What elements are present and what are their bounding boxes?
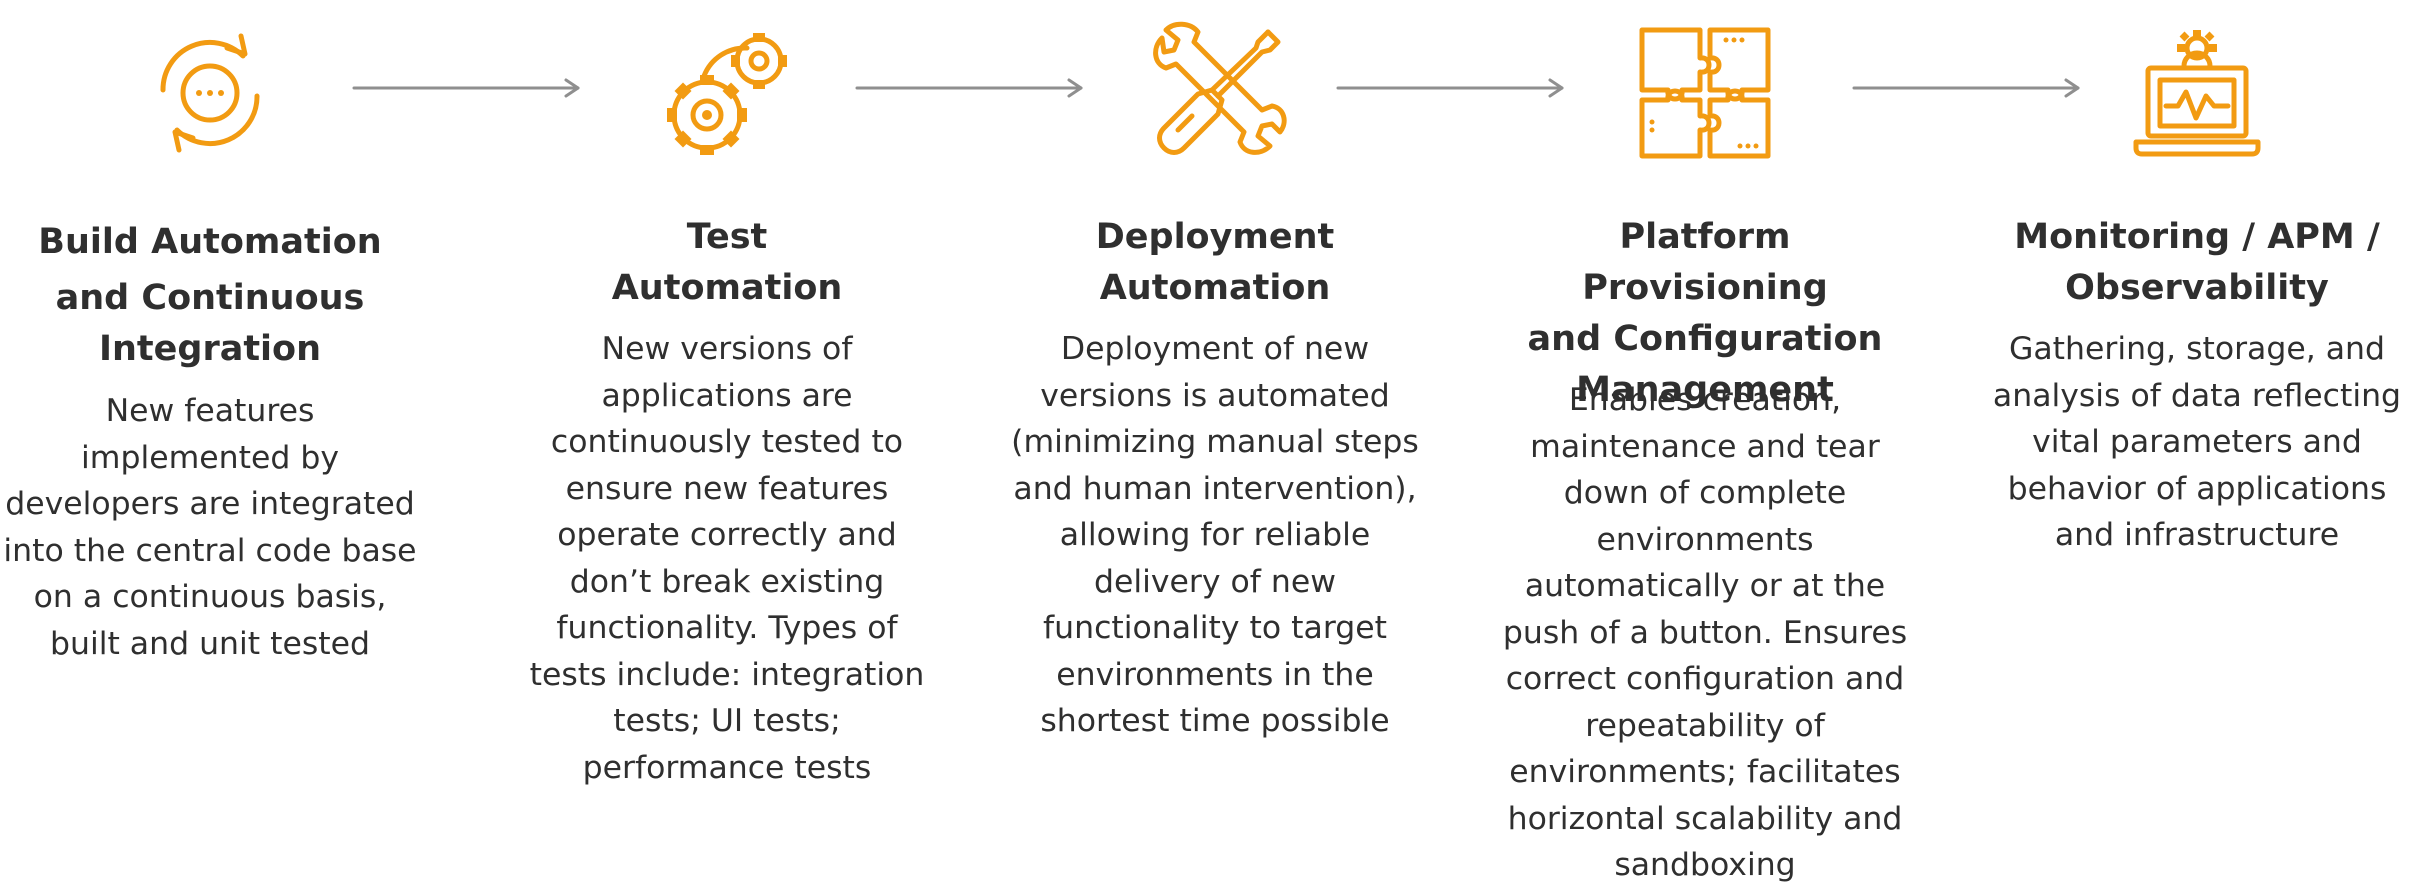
step-title: Deployment Automation bbox=[1095, 217, 1335, 308]
puzzle-pieces-icon bbox=[1630, 18, 1780, 168]
flow-arrow bbox=[1852, 78, 2082, 98]
step-description: New versions of applications are continu… bbox=[529, 331, 925, 786]
step-title: Monitoring / APM / Observability bbox=[2014, 217, 2380, 308]
gears-icon bbox=[652, 18, 802, 168]
step-title: Build Automation and Continuous Integrat… bbox=[38, 222, 382, 369]
wrench-screwdriver-icon bbox=[1140, 18, 1290, 168]
flow-arrow bbox=[1336, 78, 1566, 98]
laptop-monitoring-icon bbox=[2122, 18, 2272, 168]
step-description: New features implemented by developers a… bbox=[3, 393, 417, 662]
continuous-integration-cycle-icon bbox=[135, 18, 285, 168]
flow-arrow bbox=[352, 78, 582, 98]
step-description: Gathering, storage, and analysis of data… bbox=[1992, 331, 2402, 553]
step-description: Enables creation, maintenance and tear d… bbox=[1502, 382, 1908, 883]
flow-arrow bbox=[855, 78, 1085, 98]
step-title: Platform Provisioning and Configuration … bbox=[1527, 217, 1883, 410]
step-title: Test Automation bbox=[611, 217, 843, 308]
step-description: Deployment of new versions is automated … bbox=[1011, 331, 1419, 739]
